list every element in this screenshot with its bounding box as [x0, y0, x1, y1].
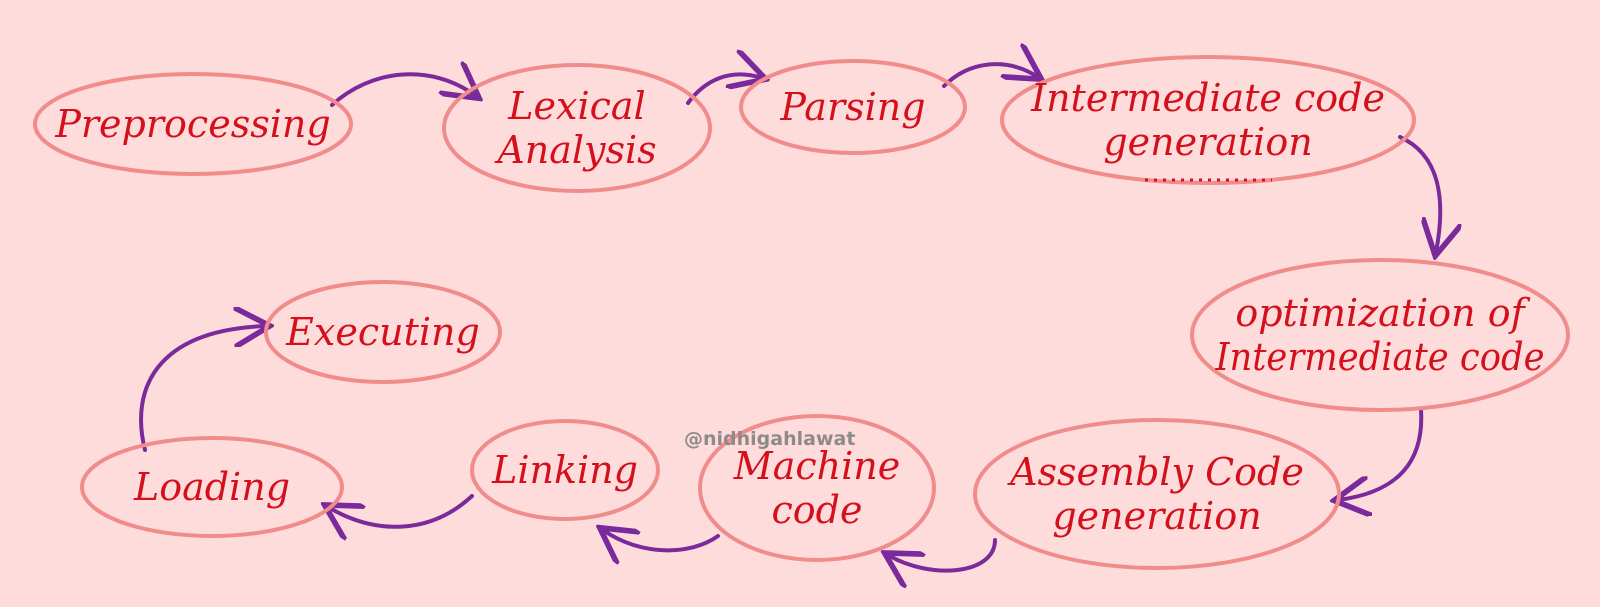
node-preprocessing: Preprocessing	[33, 72, 353, 176]
node-label-linking-1: Linking	[491, 448, 638, 492]
node-ellipse-preprocessing	[33, 72, 353, 176]
node-ellipse-machine-code	[698, 414, 936, 562]
node-label-machine-code-2: code	[772, 488, 863, 532]
node-label-lexical-analysis-2: Analysis	[494, 128, 656, 172]
arrow-loading-to-executing	[139, 326, 266, 452]
arrow-optimization-to-assembly-code-generation	[1338, 408, 1424, 500]
node-label-loading-1: Loading	[133, 465, 290, 509]
watermark-text: @nidhigahlawat	[684, 428, 856, 450]
arrow-parsing-to-intermediate-code-generation	[942, 64, 1038, 88]
node-executing: Executing	[264, 280, 502, 384]
node-parsing: Parsing	[739, 59, 967, 155]
node-label-executing-1: Executing	[285, 310, 480, 354]
node-label-optimization-1: optimization of	[1235, 291, 1530, 335]
node-label-machine-code-1: Machine	[733, 444, 900, 488]
arrow-intermediate-code-generation-to-optimization	[1398, 135, 1440, 252]
edges-layer	[139, 64, 1440, 571]
arrow-linking-to-loading	[328, 494, 474, 527]
node-label-parsing-1: Parsing	[779, 85, 925, 129]
arrow-preprocessing-to-lexical-analysis	[330, 74, 476, 107]
node-ellipse-loading	[80, 436, 344, 538]
node-label-intermediate-code-generation-2: generation	[1103, 120, 1312, 164]
node-label-preprocessing-1: Preprocessing	[54, 102, 330, 146]
node-label-assembly-code-generation-1: Assembly Code	[1007, 450, 1304, 494]
node-ellipse-parsing	[739, 59, 967, 155]
node-ellipse-executing	[264, 280, 502, 384]
node-loading: Loading	[80, 436, 344, 538]
node-label-optimization-2: Intermediate code	[1215, 335, 1545, 379]
arrow-machine-code-to-linking	[603, 530, 720, 550]
node-ellipse-lexical-analysis	[442, 63, 712, 193]
node-ellipse-optimization	[1190, 258, 1570, 412]
node-ellipse-intermediate-code-generation	[1000, 55, 1416, 185]
node-ellipse-linking	[470, 419, 660, 521]
arrow-assembly-code-generation-to-machine-code	[888, 538, 997, 571]
node-ellipse-assembly-code-generation	[973, 418, 1341, 570]
node-linking: Linking	[470, 419, 660, 521]
node-label-intermediate-code-generation-1: Intermediate code	[1030, 76, 1385, 120]
node-label-assembly-code-generation-2: generation	[1052, 494, 1261, 538]
node-label-lexical-analysis-1: Lexical	[507, 84, 645, 128]
